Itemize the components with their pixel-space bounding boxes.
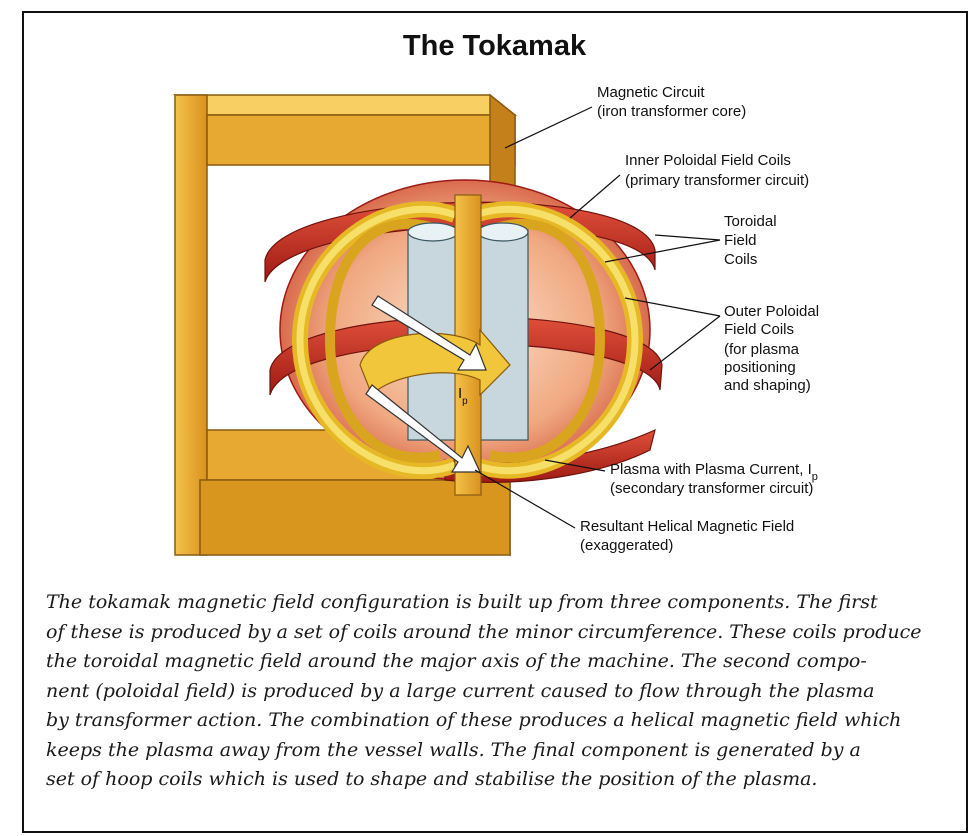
caption-line: of these is produced by a set of coils a… bbox=[46, 618, 946, 648]
caption-line: The tokamak magnetic field configuration… bbox=[46, 588, 946, 618]
label-outer-poloidal-coils: Outer Poloidal Field Coils (for plasma p… bbox=[724, 303, 823, 394]
label-helical-field: Resultant Helical Magnetic Field (exagge… bbox=[580, 518, 798, 554]
caption-line: by transformer action. The combination o… bbox=[46, 706, 946, 736]
caption-line: set of hoop coils which is used to shape… bbox=[46, 765, 946, 795]
label-magnetic-circuit: Magnetic Circuit (iron transformer core) bbox=[597, 84, 746, 120]
caption-line: the toroidal magnetic field around the m… bbox=[46, 647, 946, 677]
caption-line: nent (poloidal field) is produced by a l… bbox=[46, 677, 946, 707]
label-inner-poloidal-coils: Inner Poloidal Field Coils (primary tran… bbox=[625, 152, 809, 189]
label-plasma-current: Plasma with Plasma Current, Ip (secondar… bbox=[610, 461, 822, 497]
caption: The tokamak magnetic field configuration… bbox=[46, 588, 946, 795]
label-toroidal-field-coils: Toroidal Field Coils bbox=[724, 213, 781, 268]
caption-line: keeps the plasma away from the vessel wa… bbox=[46, 736, 946, 766]
